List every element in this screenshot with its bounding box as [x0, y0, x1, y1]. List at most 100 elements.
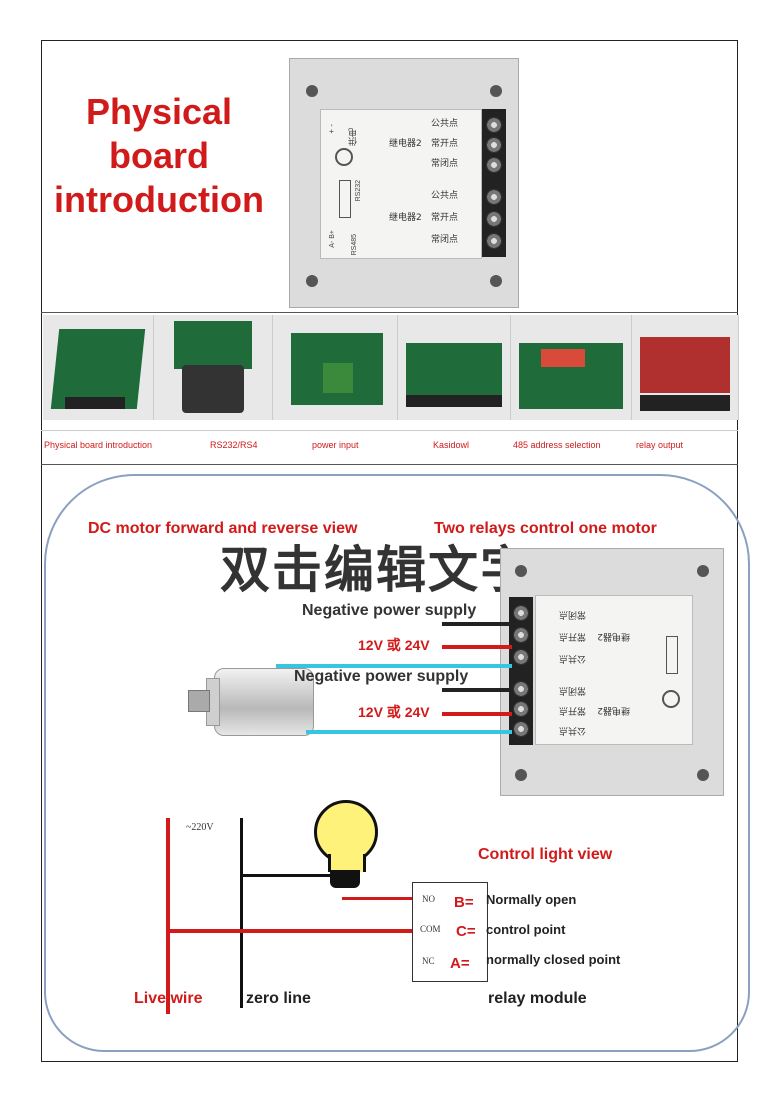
wire-cyan-2 — [306, 730, 512, 734]
label-nc-2: 常闭点 — [431, 235, 459, 245]
thumb-strip-border — [41, 430, 738, 431]
relay-a-label: A= — [450, 955, 470, 972]
terminal-screw — [486, 189, 502, 205]
relay-no-small: NO — [422, 894, 435, 904]
rs232-port — [666, 636, 678, 674]
mount-hole — [697, 565, 709, 577]
power-jack — [335, 148, 353, 166]
label-relay-module: relay module — [488, 990, 587, 1007]
thumb-power — [273, 315, 398, 420]
label-rs485: RS485 — [351, 234, 358, 256]
watermark-text: 双击编辑文字 — [220, 541, 532, 599]
mount-hole — [515, 769, 527, 781]
label-normally-closed: normally closed point — [486, 952, 621, 967]
wiring-panel — [44, 474, 750, 1052]
terminal-screw — [513, 681, 529, 697]
motor-heading-left: DC motor forward and reverse view — [88, 520, 358, 537]
mount-hole — [306, 85, 318, 97]
motor-body — [214, 668, 314, 736]
thumb-label-power: power input — [312, 440, 359, 450]
wire-cyan-1 — [276, 664, 512, 668]
label-normally-open: Normally open — [486, 892, 577, 907]
motor-icon — [188, 660, 318, 740]
relay-b-label: B= — [454, 894, 474, 911]
intro-title-line2: board — [108, 135, 209, 176]
bulb-neck — [328, 854, 366, 872]
thumb-relays — [398, 315, 511, 420]
terminal-strip — [65, 397, 125, 409]
db9-connector — [182, 365, 244, 413]
power-terminal — [323, 363, 353, 393]
bulb-to-relay — [342, 897, 414, 900]
label-ab: A- B+ — [329, 230, 336, 248]
label-zero-line: zero line — [246, 990, 311, 1007]
intro-title: Physical board introduction — [45, 90, 273, 222]
zero-to-bulb — [240, 874, 334, 877]
label-voltage-ac: ~220V — [186, 822, 214, 833]
label-voltage-1: 12V 或 24V — [358, 637, 430, 653]
label-negative-2: Negative power supply — [294, 668, 469, 685]
label-relay1: 继电器2 — [389, 139, 422, 149]
label-nc-1: 常闭点 — [431, 159, 459, 169]
pcb-image — [640, 337, 730, 393]
bulb-icon — [312, 800, 378, 896]
terminal-screw — [513, 721, 529, 737]
thumb-output — [632, 315, 739, 420]
relay-com-small: COM — [420, 924, 441, 934]
label-relay2: 继电器2 — [597, 631, 630, 641]
terminal-screw — [486, 157, 502, 173]
light-heading: Control light view — [478, 846, 613, 863]
bulb-base — [330, 870, 360, 888]
dip-switch — [541, 349, 585, 367]
bulb-glass — [314, 800, 378, 864]
label-common-2: 公共点 — [558, 653, 586, 663]
terminal-screw — [486, 117, 502, 133]
motor-heading-right: Two relays control one motor — [434, 520, 657, 537]
label-plus-minus: + - — [327, 124, 336, 134]
terminal-screw — [486, 233, 502, 249]
label-control-point: control point — [486, 922, 566, 937]
intro-title-line1: Physical — [85, 91, 233, 132]
label-common-1: 公共点 — [558, 725, 586, 735]
live-to-relay — [166, 929, 414, 933]
label-nc-2: 常闭点 — [558, 609, 586, 619]
thumb-address — [511, 315, 632, 420]
label-common-2: 公共点 — [431, 191, 459, 201]
mount-hole — [515, 565, 527, 577]
thumb-label-board: Physical board introduction — [44, 440, 153, 450]
wire-neg-1 — [442, 622, 512, 626]
label-common-1: 公共点 — [431, 119, 459, 129]
board-photo-top: 供电 + - RS232 RS485 A- B+ 继电器2 继电器2 公共点 常… — [289, 58, 519, 308]
terminal-screw — [513, 649, 529, 665]
label-negative-1: Negative power supply — [302, 602, 477, 619]
thumb-label-rs232: RS232/RS4 — [210, 440, 258, 450]
label-power: 供电 — [349, 128, 359, 146]
terminal-screw — [513, 701, 529, 717]
thumb-label-address: 485 address selection — [513, 440, 601, 450]
label-relay2: 继电器2 — [389, 213, 422, 223]
motor-shaft — [188, 690, 210, 712]
mount-hole — [490, 85, 502, 97]
pcb-image — [174, 321, 252, 369]
label-rs232: RS232 — [355, 180, 362, 202]
thumb-rs232 — [154, 315, 273, 420]
label-relay1: 继电器2 — [597, 705, 630, 715]
relay-box — [412, 882, 488, 982]
thumb-label-output: relay output — [636, 440, 684, 450]
terminal-screw — [513, 605, 529, 621]
label-nc-1: 常闭点 — [558, 685, 586, 695]
wire-12v-2 — [442, 712, 512, 716]
terminal-screw — [486, 137, 502, 153]
thumb-board — [43, 315, 154, 420]
divider — [41, 464, 738, 465]
label-no-1: 常开点 — [558, 705, 586, 715]
board-photo-motor: 继电器2 继电器2 公共点 常开点 常闭点 公共点 常开点 常闭点 — [500, 548, 724, 796]
terminal-screw — [486, 211, 502, 227]
live-wire-line — [166, 818, 170, 1014]
terminal-strip — [640, 395, 730, 411]
rs232-port — [339, 180, 351, 218]
zero-line — [240, 818, 243, 1008]
label-no-1: 常开点 — [431, 139, 459, 149]
label-live-wire: Live wire — [134, 990, 203, 1007]
label-voltage-2: 12V 或 24V — [358, 704, 430, 720]
